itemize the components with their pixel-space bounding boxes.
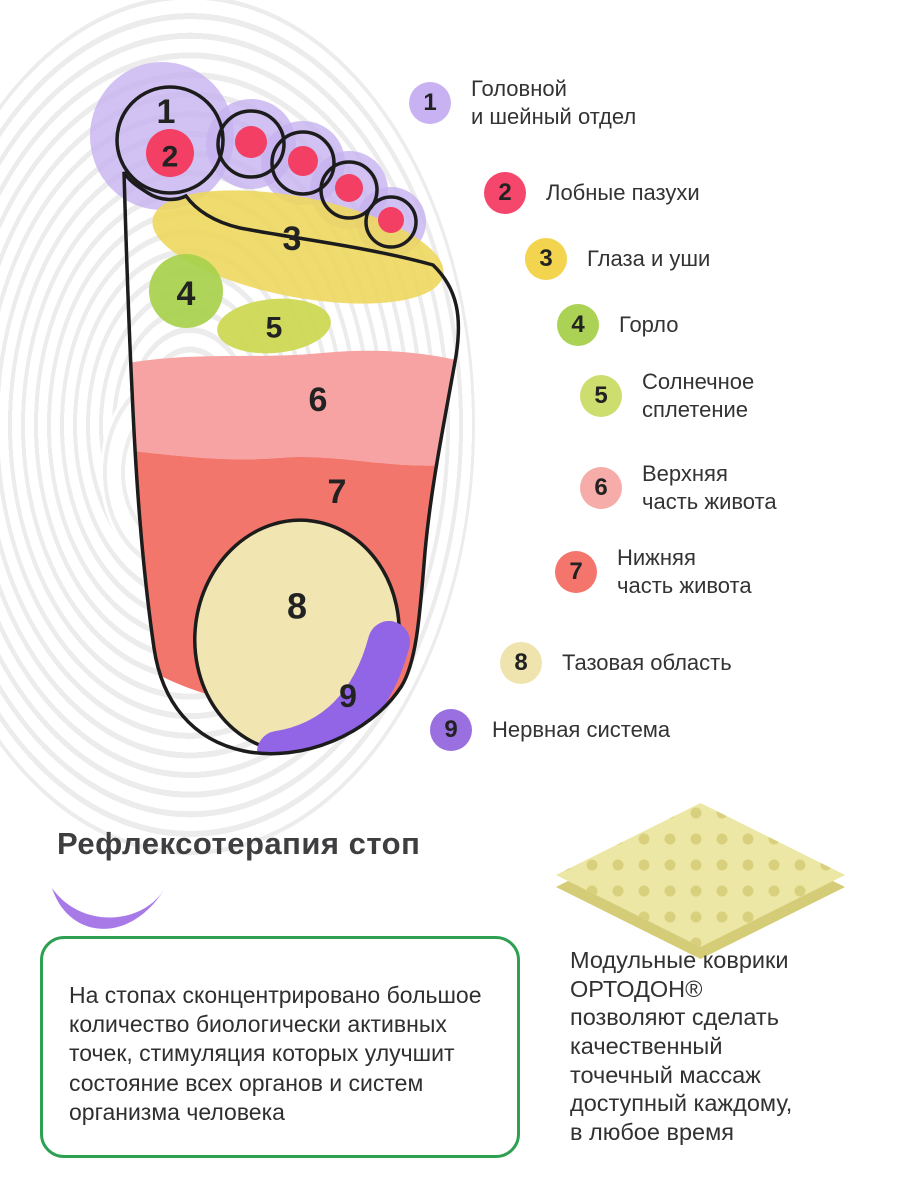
legend-circle-4: 4 [557,304,599,346]
legend-circle-2: 2 [484,172,526,214]
swoosh-icon [52,888,164,929]
foot-outline [122,171,461,756]
toe-2-outline [216,109,286,179]
foot-zone-7-number: 7 [328,473,347,511]
foot-zone-5-number: 5 [266,312,283,345]
legend-label-4: Горло [619,312,679,338]
zone-6-area [124,350,459,466]
foot-zone-4-number: 4 [177,275,196,313]
legend-label-3: Глаза и уши [587,246,711,272]
description-text: На стопах сконцентрировано большое колич… [69,982,482,1125]
legend-label-1: Головной и шейный отдел [471,76,637,129]
toe-outlines [115,85,418,249]
legend-item-1: 1 Головной и шейный отдел [409,75,636,130]
foot-zone-8-number: 8 [287,586,307,627]
legend-circle-6: 6 [580,466,622,509]
description-box: На стопах сконцентрировано большое колич… [40,936,520,1158]
toe-4-outline [319,160,379,220]
zone-2-toe-3-point [288,146,318,176]
legend-label-7: Нижняя часть живота [617,545,752,598]
legend-item-5: 5 Солнечное сплетение [580,368,754,423]
zone-2-toe-4-point [335,174,363,202]
page-title: Рефлексотерапия стоп [57,826,421,861]
legend-label-6: Верхняя часть живота [642,461,777,514]
zone-4-area [149,254,223,328]
foot-zone-9-number: 9 [339,678,357,714]
sole-zones [124,350,459,754]
zone-2-points [146,126,404,233]
legend-item-2: 2 Лобные пазухи [484,172,700,214]
toe-3-outline [270,130,336,196]
legend-circle-8: 8 [500,642,542,684]
legend-item-9: 9 Нервная система [430,709,670,751]
toe-5-outline [364,195,418,249]
zone-2-toe-2-point [235,126,267,158]
zone-2-toe-5-point [378,207,404,233]
big-toe-outline [115,85,225,195]
legend-circle-7: 7 [555,550,597,593]
foot-zone-2-number: 2 [162,141,179,174]
legend-circle-3: 3 [525,238,567,280]
legend-label-5: Солнечное сплетение [642,369,755,422]
zone-5-area [217,298,331,354]
legend-circle-9: 9 [430,709,472,751]
legend-label-8: Тазовая область [562,650,732,676]
legend-item-7: 7 Нижняя часть живота [555,544,752,599]
legend-label-2: Лобные пазухи [546,180,700,206]
legend-item-8: 8 Тазовая область [500,642,732,684]
legend-item-6: 6 Верхняя часть живота [580,460,777,515]
legend-item-4: 4 Горло [557,304,678,346]
legend-label-9: Нервная система [492,717,671,743]
zone-9-area [257,621,410,754]
legend-circle-1: 1 [409,81,451,124]
zone-2-big-toe-point [146,129,194,177]
legend-circle-5: 5 [580,374,622,417]
mat-description-text: Модульные коврики ОРТОДОН® позволяют сде… [570,947,793,1145]
foot-zone-6-number: 6 [309,381,328,419]
zone-3-area [152,190,444,304]
legend-item-3: 3 Глаза и уши [525,238,710,280]
foot-zone-3-number: 3 [283,220,302,258]
foot-zone-1-number: 1 [157,93,176,131]
